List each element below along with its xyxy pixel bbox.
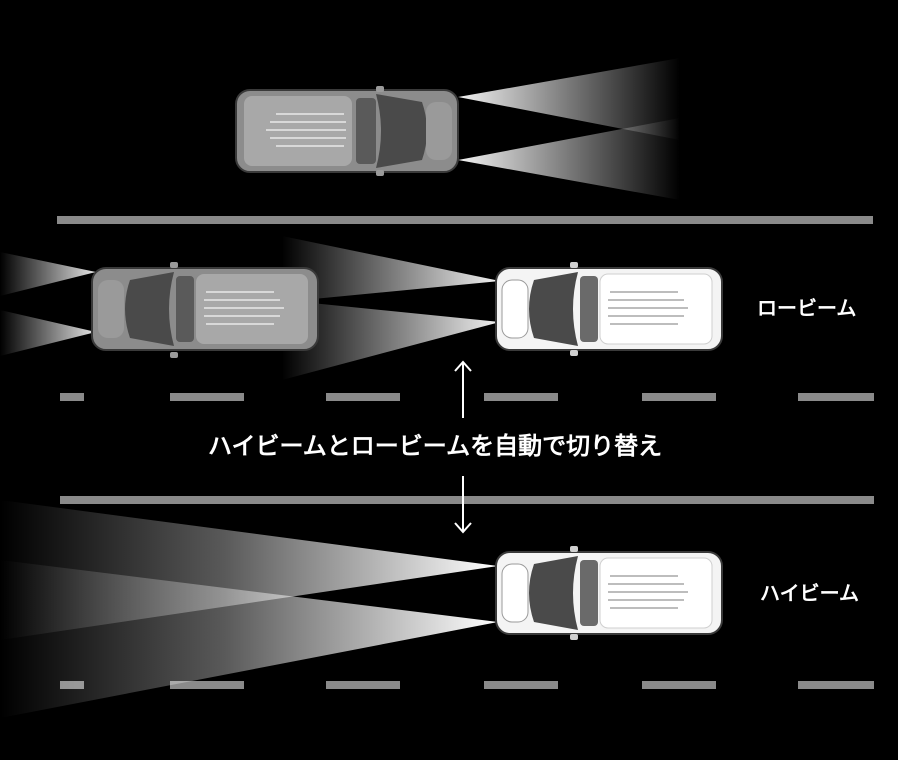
switch-arrow-down-icon	[454, 476, 472, 534]
auto-switch-caption: ハイビームとロービームを自動で切り替え	[208, 432, 663, 460]
preceding-car	[91, 262, 319, 358]
switch-arrow-up-icon	[454, 360, 472, 418]
own-car-high-beam	[495, 546, 723, 640]
low-beam-lower	[282, 300, 500, 380]
preceding-car-beam-lower	[0, 310, 96, 356]
own-car-low-beam	[495, 262, 723, 356]
high-beam-label: ハイビーム	[760, 581, 859, 605]
oncoming-car	[235, 86, 459, 176]
low-beam-label: ロービーム	[757, 296, 857, 320]
high-beam-lower	[0, 560, 498, 718]
low-beam-upper	[282, 236, 500, 302]
road-solid-line-middle	[60, 496, 874, 504]
road-solid-line-top	[57, 216, 873, 224]
oncoming-car-beam-lower	[458, 118, 680, 200]
road-dashed-line-upper	[60, 393, 874, 401]
preceding-car-beam-upper	[0, 252, 96, 296]
oncoming-car-beam-upper	[458, 58, 680, 140]
